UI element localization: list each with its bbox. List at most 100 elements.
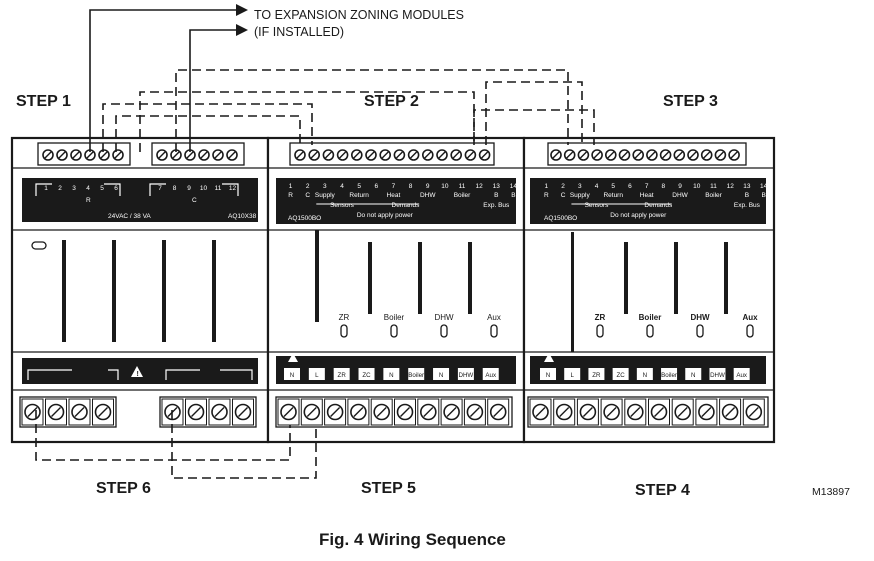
bottom-terminal-label: N — [546, 372, 550, 379]
transformer-terminal-number: 3 — [72, 185, 76, 192]
led-label: Aux — [742, 313, 758, 322]
screw-terminal-icon — [326, 403, 344, 421]
panel-terminal-sub-label: C — [561, 192, 566, 199]
step-2-label: STEP 2 — [364, 93, 419, 110]
bottom-terminal-label: N — [691, 372, 695, 379]
bottom-terminal-label: N — [290, 372, 294, 379]
screw-terminal-icon — [419, 403, 437, 421]
transformer-terminal-number: 7 — [158, 185, 162, 192]
screw-terminal-icon — [198, 149, 210, 161]
screw-terminal-icon — [365, 149, 377, 161]
bottom-terminal-label: DHW — [710, 372, 725, 379]
vent-slot — [212, 240, 216, 342]
panel-terminal-number: 14 — [760, 183, 768, 190]
screw-terminal-icon — [550, 149, 562, 161]
screw-terminal-icon — [745, 403, 763, 421]
panel-terminal-number: 8 — [662, 183, 666, 190]
screw-terminal-icon — [336, 149, 349, 161]
panel-terminal-number: 11 — [459, 183, 466, 190]
screw-terminal-icon — [478, 149, 491, 161]
screw-terminal-icon — [563, 149, 576, 161]
panel-terminal-number: 9 — [678, 183, 682, 190]
step-3-label: STEP 3 — [663, 93, 718, 110]
panel-terminal-number: 9 — [426, 183, 430, 190]
group-r-label: R — [86, 197, 91, 204]
screw-terminal-icon — [436, 149, 448, 161]
bottom-label-box — [564, 368, 581, 380]
screw-terminal-icon — [604, 149, 617, 161]
bottom-terminal-label: DHW — [459, 372, 474, 379]
status-led-icon — [440, 324, 448, 338]
panel-model-label: AQ1500BO — [288, 215, 321, 222]
bottom-terminal-label: N — [643, 372, 647, 379]
screw-terminal-icon — [234, 403, 252, 421]
bottom-label-box — [308, 368, 325, 380]
step-4-label: STEP 4 — [635, 482, 690, 499]
vent-slot — [418, 242, 422, 314]
panel-terminal-sub-label: DHW — [672, 192, 688, 199]
bottom-label-box — [358, 368, 375, 380]
screw-terminal-icon — [94, 403, 112, 421]
wire-step6-l — [171, 410, 317, 479]
status-led-icon — [490, 324, 498, 338]
bracket — [220, 369, 253, 380]
panel-terminal-number: 6 — [628, 183, 632, 190]
do-not-apply-power-note: Do not apply power — [610, 212, 667, 219]
panel-terminal-number: 12 — [727, 183, 735, 190]
screw-terminal-icon — [294, 149, 306, 161]
expansion-note-line1: TO EXPANSION ZONING MODULES — [254, 8, 464, 22]
bottom-terminal-label: Boiler — [408, 372, 424, 379]
vent-slot — [468, 242, 472, 314]
panel-terminal-sub-label: Heat — [640, 192, 654, 199]
wire-step2-bus — [139, 91, 475, 152]
transformer-terminal-number: 6 — [114, 185, 118, 192]
screw-terminal-icon — [464, 149, 477, 161]
screw-terminal-icon — [47, 403, 65, 421]
panel-terminal-number: 7 — [392, 183, 396, 190]
screw-terminal-icon — [443, 403, 460, 421]
screw-terminal-icon — [632, 149, 645, 161]
group-c-label: C — [192, 197, 197, 204]
bottom-label-box — [540, 368, 556, 380]
screw-terminal-icon — [187, 403, 205, 421]
screw-terminal-icon — [212, 149, 224, 161]
panel-terminal-number: 3 — [578, 183, 582, 190]
screw-terminal-icon — [579, 403, 597, 421]
screw-terminal-icon — [70, 149, 82, 161]
step-5-label: STEP 5 — [361, 480, 416, 497]
vent-slot — [571, 232, 574, 352]
do-not-apply-power-note: Do not apply power — [357, 212, 414, 219]
bottom-label-box — [709, 368, 726, 380]
bracket — [165, 369, 200, 380]
solid-wires — [89, 9, 236, 152]
screw-terminal-icon — [42, 149, 54, 161]
panel-terminal-sub-label: R — [288, 192, 293, 199]
screw-terminal-icon — [532, 403, 549, 421]
wire-step3-r — [175, 69, 569, 152]
panel-terminal-sub-label: Return — [349, 192, 369, 199]
wire-to-expansion-2 — [189, 29, 236, 152]
panel-terminal-sub-label: C — [305, 192, 310, 199]
arrowheads — [236, 4, 248, 36]
panel-terminal-number: 13 — [493, 183, 501, 190]
panel-terminal-sub-label: Supply — [570, 192, 591, 199]
status-led-icon — [340, 324, 348, 338]
screw-terminal-icon — [156, 149, 168, 161]
svg-text:!: ! — [137, 371, 139, 378]
exp-bus-label: Exp. Bus — [734, 202, 761, 209]
panel-terminal-sub-label: B — [494, 192, 498, 199]
bottom-terminal-label: N — [389, 372, 393, 379]
bracket — [104, 183, 121, 196]
warning-icon — [544, 353, 554, 362]
panel-terminal-sub-label: DHW — [420, 192, 436, 199]
status-led-icon — [696, 324, 704, 338]
panel-terminal-number: 10 — [441, 183, 449, 190]
screw-terminal-icon — [98, 149, 110, 161]
screw-terminal-icon — [626, 403, 644, 421]
panel-terminal-number: 13 — [743, 183, 751, 190]
bottom-label-box — [408, 368, 425, 380]
screw-terminal-icon — [112, 149, 124, 161]
screw-terminal-icon — [322, 149, 335, 161]
